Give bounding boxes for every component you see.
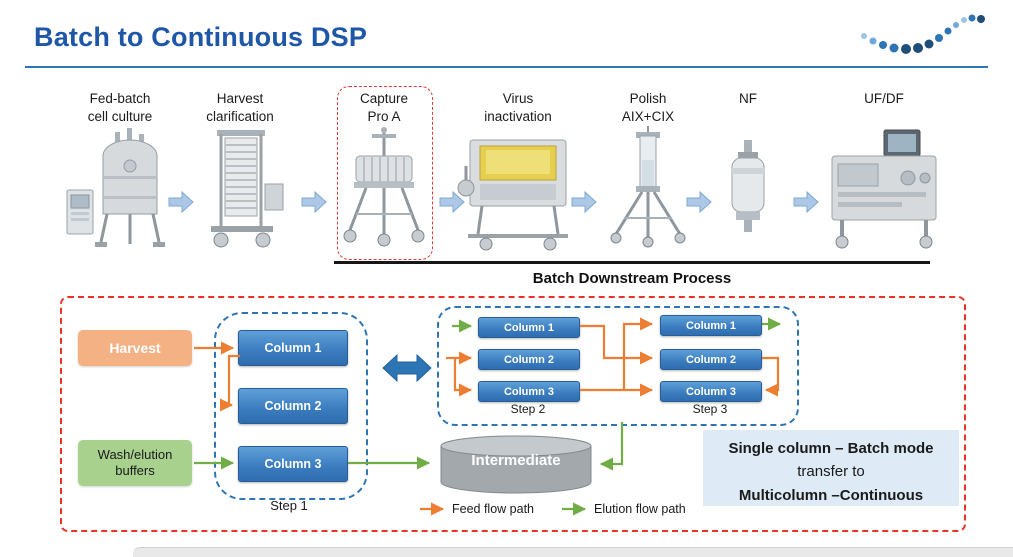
batch-process-label: Batch Downstream Process bbox=[532, 270, 732, 287]
step2-column-1: Column 1 bbox=[478, 317, 580, 338]
step3-column-1: Column 1 bbox=[660, 315, 762, 336]
stage-label-polish-aix-cix: Polish AIX+CIX bbox=[621, 91, 675, 124]
legend-elution-label: Elution flow path bbox=[594, 502, 686, 516]
batch-to-continuous-double-arrow-icon bbox=[382, 353, 432, 383]
title-divider bbox=[25, 66, 988, 68]
stage-label-fed-batch: Fed-batch cell culture bbox=[87, 91, 153, 124]
polish-chromatography-column-image bbox=[610, 126, 686, 248]
step1-column-1: Column 1 bbox=[238, 330, 348, 366]
intermediate-cylinder bbox=[440, 435, 592, 494]
stage-label-virus-inactivation: Virus inactivation bbox=[484, 91, 552, 124]
stage-capture-pro-a: Capture Pro A bbox=[334, 90, 434, 256]
stage-uf-df: UF/DF bbox=[822, 90, 946, 256]
stage-harvest-clarification: Harvest clarification bbox=[180, 90, 300, 256]
process-arrow-icon bbox=[571, 190, 597, 214]
note-line-3: Multicolumn –Continuous bbox=[738, 486, 924, 504]
process-arrow-icon bbox=[301, 190, 327, 214]
intermediate-label: Intermediate bbox=[471, 452, 561, 469]
transfer-note-box: Single column – Batch mode transfer to M… bbox=[703, 430, 959, 506]
nf-filter-capsule-image bbox=[731, 140, 765, 232]
dots-wave-logo-icon bbox=[861, 14, 985, 54]
stage-nf: NF bbox=[708, 90, 788, 256]
wash-elution-buffers-box: Wash/elution buffers bbox=[78, 440, 192, 486]
step3-column-3: Column 3 bbox=[660, 381, 762, 402]
capture-column-skid-image bbox=[343, 127, 425, 247]
step1-column-3: Column 3 bbox=[238, 446, 348, 482]
legend-feed-label: Feed flow path bbox=[452, 502, 534, 516]
step1-label: Step 1 bbox=[270, 498, 308, 513]
step2-column-3: Column 3 bbox=[478, 381, 580, 402]
note-line-2: transfer to bbox=[797, 463, 865, 481]
process-arrow-icon bbox=[168, 190, 194, 214]
stage-label-nf: NF bbox=[739, 91, 757, 106]
process-arrow-icon bbox=[439, 190, 465, 214]
continuous-section-highlight-box bbox=[60, 296, 966, 532]
step1-column-2: Column 2 bbox=[238, 388, 348, 424]
virus-inactivation-vessel-image bbox=[457, 139, 568, 251]
stage-label-uf-df: UF/DF bbox=[864, 91, 904, 106]
stage-label-harvest-clarification: Harvest clarification bbox=[206, 91, 274, 124]
step3-label: Step 3 bbox=[692, 402, 728, 416]
process-arrow-icon bbox=[793, 190, 819, 214]
clarification-filter-stack-image bbox=[211, 130, 284, 248]
stage-virus-inactivation: Virus inactivation bbox=[456, 90, 580, 256]
note-line-1: Single column – Batch mode bbox=[728, 440, 934, 457]
page-title: Batch to Continuous DSP bbox=[34, 22, 368, 52]
step2-column-2: Column 2 bbox=[478, 349, 580, 370]
ufdf-skid-image bbox=[831, 129, 937, 249]
stage-fed-batch: Fed-batch cell culture bbox=[60, 90, 180, 256]
step2-label: Step 2 bbox=[510, 402, 546, 416]
bioreactor-image bbox=[66, 128, 165, 247]
stage-label-capture-pro-a: Capture Pro A bbox=[359, 91, 409, 124]
bottom-window-edge bbox=[133, 547, 1013, 557]
stage-polish-aix-cix: Polish AIX+CIX bbox=[590, 90, 706, 256]
batch-process-underline bbox=[334, 261, 930, 264]
step3-column-2: Column 2 bbox=[660, 349, 762, 370]
harvest-box: Harvest bbox=[78, 330, 192, 366]
process-arrow-icon bbox=[686, 190, 712, 214]
step1-group-box bbox=[214, 312, 368, 500]
